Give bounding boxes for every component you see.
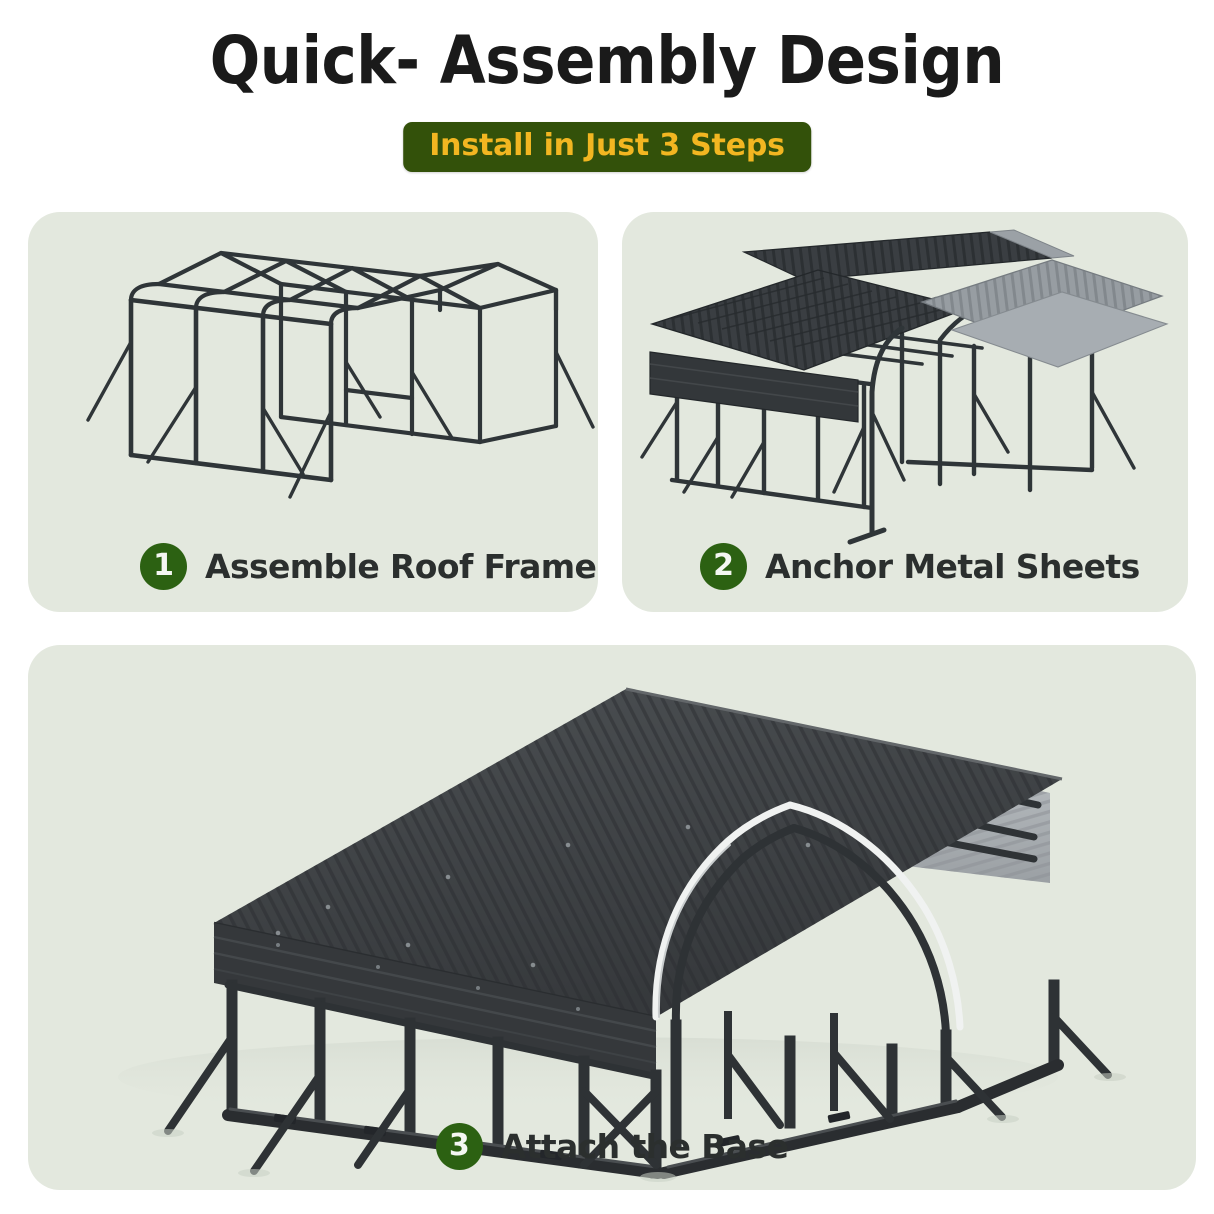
header: Quick- Assembly Design Install in Just 3… (0, 0, 1214, 190)
step-card-3: 3 Attach the Base (28, 645, 1196, 1190)
step-label-2: Anchor Metal Sheets (765, 547, 1140, 586)
step-card-2: 2 Anchor Metal Sheets (622, 212, 1188, 612)
step-number-badge-3: 3 (435, 1123, 483, 1170)
illustration-anchor-metal-sheets (622, 212, 1188, 612)
subtitle-badge-label: Install in Just 3 Steps (429, 128, 785, 163)
step-number-badge-1: 1 (140, 543, 187, 590)
step-caption-1: 1 Assemble Roof Frame (140, 543, 597, 590)
step-caption-2: 2 Anchor Metal Sheets (700, 543, 1140, 590)
step-number-badge-2: 2 (700, 543, 747, 590)
subtitle-badge: Install in Just 3 Steps (403, 122, 811, 172)
step-label-1: Assemble Roof Frame (205, 547, 597, 586)
step-caption-3: 3 Attach the Base (28, 1123, 1196, 1170)
step-label-3: Attach the Base (500, 1127, 789, 1166)
illustration-assemble-roof-frame (28, 212, 598, 612)
step-card-1: 1 Assemble Roof Frame (28, 212, 598, 612)
illustration-attach-the-base (28, 645, 1196, 1190)
page-title: Quick- Assembly Design (209, 22, 1005, 99)
